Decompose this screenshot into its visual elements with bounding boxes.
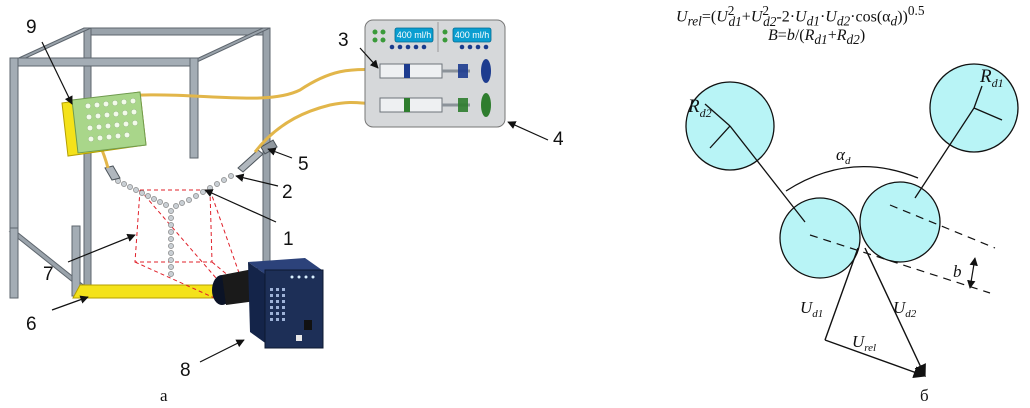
callout-6: 6 — [26, 314, 37, 335]
leader-2 — [235, 173, 279, 187]
leader-6 — [51, 295, 89, 311]
callout-3: 3 — [338, 30, 349, 51]
label-ud1: Ud1 — [800, 298, 823, 320]
pump-display-left: 400 ml/h — [397, 30, 432, 40]
panel-b-caption: б — [920, 386, 929, 405]
panel-a-caption: а — [160, 386, 168, 405]
led-panel — [61, 91, 147, 157]
leader-3 — [359, 47, 379, 69]
b-dimension-arrow — [967, 257, 978, 289]
leader-8 — [199, 339, 245, 363]
droplet-d2-collision — [779, 197, 861, 279]
callout-leaders — [41, 41, 549, 363]
high-speed-camera — [212, 258, 324, 349]
label-urel: Urel — [852, 332, 876, 354]
leader-1 — [204, 189, 277, 223]
callout-4: 4 — [553, 129, 564, 150]
label-rd2: Rd2 — [687, 96, 712, 120]
label-ud2: Ud2 — [893, 298, 917, 320]
droplet-streams — [115, 173, 234, 277]
leader-7 — [67, 233, 136, 263]
trajectory-lines — [729, 107, 975, 223]
label-alpha: αd — [836, 145, 851, 167]
velocity-vectors — [824, 247, 927, 379]
leader-4 — [507, 121, 549, 141]
syringe-pump: 400 ml/h 400 ml/h — [364, 19, 506, 128]
callout-5: 5 — [298, 154, 309, 175]
panel-b-collision-scheme: Rd2 Rd1 αd b Ud1 Ud2 Urel б — [685, 63, 1019, 405]
frame-back — [83, 27, 271, 299]
panel-a-apparatus: 400 ml/h 400 ml/h — [8, 17, 564, 405]
label-rd1: Rd1 — [979, 66, 1004, 90]
formula-impact-parameter: B=b/(Rd1+Rd2) — [768, 27, 866, 48]
callout-7: 7 — [43, 264, 54, 285]
droplet-d1-collision — [859, 181, 941, 263]
radius-lines — [704, 85, 1003, 149]
vector-ud1 — [824, 247, 859, 341]
leader-5 — [267, 147, 293, 159]
angle-arc-alpha — [785, 165, 919, 192]
formula-relative-velocity: Urel=(U2d1+U2d2-2·Ud1·Ud2·cos(αd))0.5 — [676, 3, 925, 29]
vector-ud2 — [864, 247, 926, 378]
vector-urel — [824, 339, 927, 379]
callout-9: 9 — [26, 17, 37, 38]
collector-tray — [72, 284, 226, 299]
pump-display-right: 400 ml/h — [455, 30, 490, 40]
frame-depth-bars — [8, 27, 271, 292]
leader-9 — [41, 41, 73, 105]
callout-2: 2 — [282, 182, 293, 203]
offset-lines — [809, 204, 996, 294]
callout-8: 8 — [180, 360, 191, 381]
nozzles — [104, 139, 278, 181]
callout-1: 1 — [283, 229, 294, 250]
label-b: b — [953, 262, 962, 281]
